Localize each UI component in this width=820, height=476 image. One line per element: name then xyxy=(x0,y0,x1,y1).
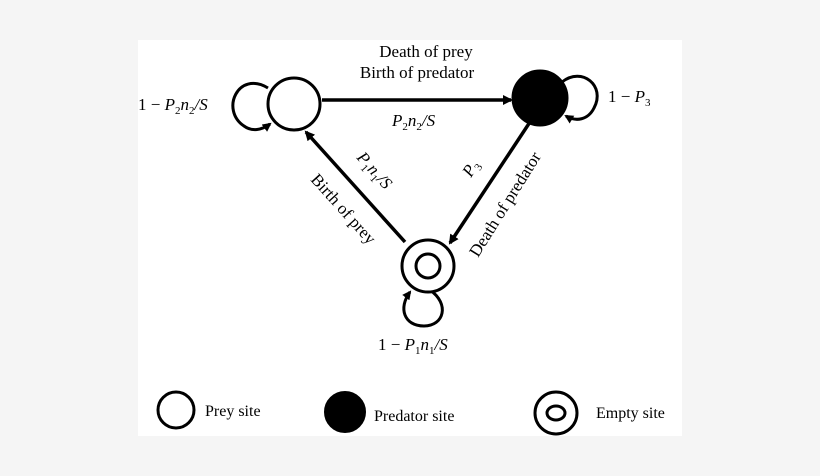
arrow-empty-to-prey xyxy=(304,130,407,244)
prey-self-loop-label: 1 − P2n2/S xyxy=(138,95,208,117)
legend-empty-label: Empty site xyxy=(596,405,665,422)
arrow-predator-to-empty xyxy=(448,121,532,245)
legend-empty-symbol xyxy=(533,390,579,436)
prey-site-node xyxy=(266,76,322,132)
legend-prey-label: Prey site xyxy=(205,403,261,420)
empty-self-loop-label: 1 − P1n1/S xyxy=(378,335,448,357)
self-loop-empty xyxy=(402,288,444,328)
predator-site-node xyxy=(511,69,569,127)
empty-site-node xyxy=(400,238,456,294)
legend-predator-symbol xyxy=(324,391,366,433)
predator-to-empty-rate: P3 xyxy=(458,156,486,182)
legend: Prey site Predator site Empty site xyxy=(156,390,665,436)
diagram-panel xyxy=(138,40,682,436)
prey-to-predator-event-line1: Death of prey xyxy=(379,42,473,61)
prey-to-predator-rate: P2n2/S xyxy=(391,111,436,133)
legend-predator-label: Predator site xyxy=(374,408,454,425)
self-loop-prey xyxy=(231,81,272,132)
legend-prey-symbol xyxy=(156,390,196,430)
prey-to-predator-event-line2: Birth of predator xyxy=(360,63,475,82)
predator-self-loop-label: 1 − P3 xyxy=(608,87,651,109)
self-loop-predator xyxy=(561,74,599,124)
